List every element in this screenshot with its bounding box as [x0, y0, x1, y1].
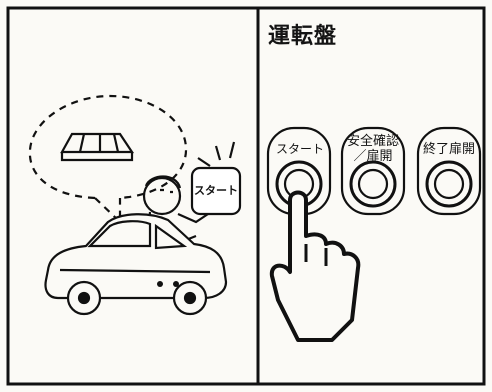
sign-text: スタート [194, 184, 238, 197]
attention-marks [197, 141, 236, 167]
thought-bubble [28, 94, 188, 225]
safety-button-face [349, 160, 397, 208]
start-button-label: スタート [275, 142, 324, 156]
safety-button-label-line1: 安全確認 [346, 134, 399, 149]
outer-border [6, 6, 486, 386]
car-wheel-dots [157, 281, 179, 287]
start-button[interactable] [274, 160, 324, 210]
end-button-label: 終了扉開 [422, 142, 475, 157]
safety-confirm-door-open-button[interactable] [348, 160, 398, 210]
start-sign [190, 166, 242, 216]
platform-icon [60, 132, 135, 162]
pointing-hand [269, 190, 361, 342]
end-button-face [425, 160, 473, 208]
safety-button-label-line2: ／扉開 [353, 149, 393, 164]
safety-button-bezel [340, 126, 406, 216]
end-button-bezel [416, 126, 482, 216]
car-illustration [44, 213, 228, 316]
end-door-open-button[interactable] [424, 160, 474, 210]
panel-title: 運転盤 [268, 24, 338, 49]
